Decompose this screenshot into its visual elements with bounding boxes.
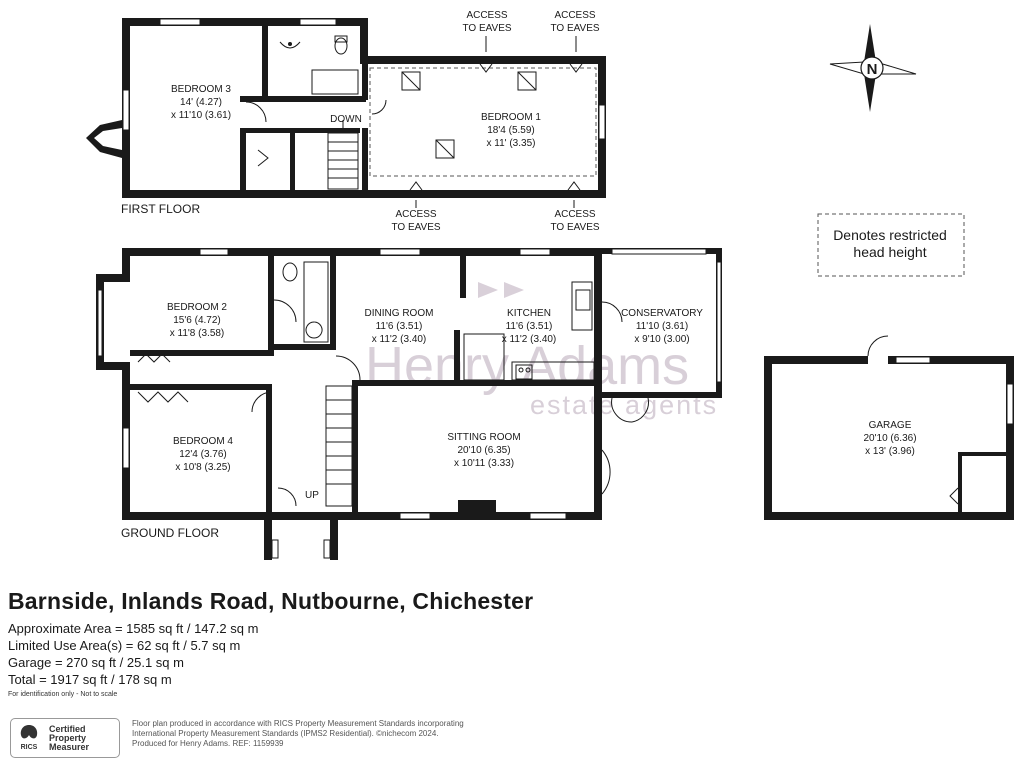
stairs-down-label: DOWN [330, 114, 362, 125]
garage-dim2: x 13' (3.96) [865, 446, 915, 457]
garage-plan [764, 335, 1014, 520]
bedroom2-dim2: x 11'8 (3.58) [170, 328, 225, 339]
garage-name: GARAGE [869, 420, 912, 431]
rics-certified-badge: RICS Certified Property Measurer [10, 718, 120, 758]
bedroom1-dim1: 18'4 (5.59) [487, 125, 535, 136]
ground-floor-label: GROUND FLOOR [121, 526, 219, 540]
kitchen-name: KITCHEN [507, 308, 551, 319]
rics-acronym: RICS [21, 744, 38, 751]
total-area: Total = 1917 sq ft / 178 sq m [8, 672, 172, 687]
bedroom1-dim2: x 11' (3.35) [487, 138, 536, 149]
rics-line3: Measurer [49, 741, 90, 752]
bedroom3-dim1: 14' (4.27) [180, 97, 222, 108]
bedroom2-name: BEDROOM 2 [167, 302, 227, 313]
dining-dim2: x 11'2 (3.40) [372, 334, 427, 345]
legend-line1: Denotes restricted [833, 227, 947, 243]
eaves-access-2-line2: TO EAVES [550, 23, 599, 34]
legend-line2: head height [853, 244, 926, 260]
stairs-up-label: UP [305, 490, 319, 501]
compass-north-icon [829, 24, 917, 112]
garage-area: Garage = 270 sq ft / 25.1 sq m [8, 655, 184, 670]
bedroom4-dim2: x 10'8 (3.25) [175, 462, 230, 473]
footer-line2: International Property Measurement Stand… [132, 729, 439, 738]
approximate-area: Approximate Area = 1585 sq ft / 147.2 sq… [8, 621, 259, 636]
footer-notes: Floor plan produced in accordance with R… [132, 719, 552, 749]
bedroom2-dim1: 15'6 (4.72) [173, 315, 221, 326]
dining-name: DINING ROOM [365, 308, 434, 319]
garage-dim1: 20'10 (6.36) [863, 433, 916, 444]
eaves-access-4-line2: TO EAVES [550, 222, 599, 233]
first-floor-label: FIRST FLOOR [121, 202, 200, 216]
rics-logo-icon: RICS [21, 725, 38, 751]
restricted-height-legend [817, 213, 965, 277]
sitting-dim2: x 10'11 (3.33) [454, 458, 514, 469]
ground-floor-plan [96, 248, 722, 560]
rics-line1: Certified [49, 723, 86, 734]
eaves-access-3-line1: ACCESS [395, 209, 436, 220]
conservatory-name: CONSERVATORY [621, 308, 703, 319]
first-floor-plan [86, 18, 606, 208]
conservatory-dim1: 11'10 (3.61) [636, 321, 688, 332]
sitting-name: SITTING ROOM [447, 432, 520, 443]
watermark-brand: Henry Adams [365, 336, 689, 396]
bedroom1-name: BEDROOM 1 [481, 112, 541, 123]
rics-line2: Property [49, 732, 87, 743]
eaves-access-3-line2: TO EAVES [391, 222, 440, 233]
disclaimer: For identification only - Not to scale [8, 691, 118, 698]
kitchen-dim2: x 11'2 (3.40) [502, 334, 557, 345]
bedroom4-name: BEDROOM 4 [173, 436, 233, 447]
dining-dim1: 11'6 (3.51) [376, 321, 423, 332]
footer-line1: Floor plan produced in accordance with R… [132, 719, 464, 728]
eaves-access-1-line2: TO EAVES [462, 23, 511, 34]
conservatory-dim2: x 9'10 (3.00) [634, 334, 689, 345]
eaves-access-4-line1: ACCESS [554, 209, 595, 220]
watermark-logo [478, 282, 524, 298]
sitting-dim1: 20'10 (6.35) [457, 445, 510, 456]
property-title: Barnside, Inlands Road, Nutbourne, Chich… [8, 588, 534, 614]
rics-certified-text: Certified Property Measurer [49, 723, 90, 752]
eaves-access-1-line1: ACCESS [466, 10, 507, 21]
bedroom4-dim1: 12'4 (3.76) [179, 449, 227, 460]
eaves-access-2-line1: ACCESS [554, 10, 595, 21]
footer-line3: Produced for Henry Adams. REF: 1159939 [132, 739, 284, 748]
floor-plan: Henry Adams estate agents [86, 10, 1014, 560]
bedroom3-name: BEDROOM 3 [171, 84, 231, 95]
compass-north-letter: N [867, 61, 878, 78]
bedroom3-dim2: x 11'10 (3.61) [171, 110, 231, 121]
limited-use-area: Limited Use Area(s) = 62 sq ft / 5.7 sq … [8, 638, 241, 653]
kitchen-dim1: 11'6 (3.51) [506, 321, 553, 332]
